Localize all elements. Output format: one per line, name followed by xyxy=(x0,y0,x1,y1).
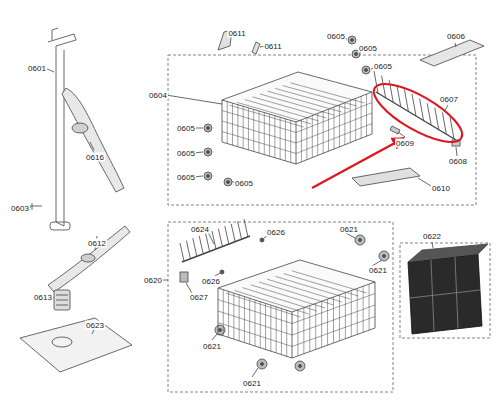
callout-number: 0607 xyxy=(439,95,459,104)
rack-bottom xyxy=(222,134,372,164)
filter xyxy=(54,290,70,310)
filter-plate xyxy=(20,318,132,372)
wheel xyxy=(348,36,356,44)
callout-number: 0612 xyxy=(87,239,107,248)
tine xyxy=(435,108,439,130)
cutlery-basket xyxy=(408,244,488,334)
callout-number: 0626 xyxy=(266,228,286,237)
lower-rack xyxy=(218,260,375,358)
callout-number: 0627 xyxy=(189,293,209,302)
tine xyxy=(225,226,229,244)
callout-number: 0605 xyxy=(234,179,254,188)
callout-number: 0621 xyxy=(368,266,388,275)
callout-number: 0621 xyxy=(202,342,222,351)
callout-number: 0605 xyxy=(358,44,378,53)
group-outline xyxy=(168,55,476,205)
tine xyxy=(404,89,408,111)
wheel xyxy=(362,66,370,74)
wheel xyxy=(204,148,212,156)
callout-number: 0601 xyxy=(27,64,47,73)
callout-number: 0616 xyxy=(85,153,105,162)
callout-number: 0605 xyxy=(176,149,196,158)
group-outline xyxy=(400,243,490,338)
callout-number: 0605 xyxy=(373,62,393,71)
rack-group xyxy=(218,72,375,358)
callout-number: 0623 xyxy=(85,321,105,330)
rail-part xyxy=(352,168,420,186)
tine xyxy=(193,238,197,256)
clip xyxy=(30,203,42,210)
callout-number: 0621 xyxy=(242,379,262,388)
tine xyxy=(238,221,242,239)
tine xyxy=(427,103,431,125)
tine xyxy=(442,112,446,134)
tine-row xyxy=(180,219,250,262)
tine xyxy=(412,94,416,116)
tine xyxy=(420,99,424,121)
leader-line xyxy=(252,368,258,377)
tine xyxy=(244,219,248,237)
pin xyxy=(260,238,264,242)
callout-number: 0606 xyxy=(446,32,466,41)
wheel xyxy=(224,178,232,186)
tine xyxy=(218,229,222,247)
highlight-arrow xyxy=(312,138,404,188)
pin xyxy=(220,270,224,274)
spray-arm xyxy=(62,88,124,192)
rack-clip xyxy=(420,40,484,66)
leader-line xyxy=(212,334,217,340)
spray-arm xyxy=(48,226,130,292)
upper-rack xyxy=(222,72,372,164)
callout-number: 0626 xyxy=(201,277,221,286)
tine xyxy=(397,85,401,107)
tine xyxy=(382,76,386,98)
callout-number: 0605 xyxy=(326,32,346,41)
rack-rim xyxy=(222,72,372,122)
callout-number: 0604 xyxy=(148,91,168,100)
wheel xyxy=(355,235,365,245)
tine xyxy=(186,241,190,259)
callout-number: 0621 xyxy=(339,225,359,234)
wheel xyxy=(295,361,305,371)
tine xyxy=(206,233,210,251)
tine xyxy=(212,231,216,249)
wheel-group xyxy=(193,36,389,377)
callout-number: 0613 xyxy=(33,293,53,302)
hinge xyxy=(180,272,188,282)
wheel xyxy=(379,251,389,261)
wheel xyxy=(204,172,212,180)
callout-number: 0611 xyxy=(263,42,282,51)
callout-number: 0611 xyxy=(227,29,246,38)
callout-number: 0610 xyxy=(431,184,451,193)
callout-number: 0622 xyxy=(422,232,442,241)
tine xyxy=(199,236,203,254)
wheel xyxy=(204,124,212,132)
highlight-ellipse xyxy=(366,73,470,152)
wheel xyxy=(257,359,267,369)
callout-number: 0609 xyxy=(395,139,415,148)
tine xyxy=(231,224,235,242)
callout-number: 0608 xyxy=(448,157,468,166)
callout-number: 0620 xyxy=(143,276,163,285)
callout-number: 0605 xyxy=(176,124,196,133)
callout-number: 0603 xyxy=(10,204,30,213)
callout-number: 0624 xyxy=(190,225,210,234)
callout-number: 0605 xyxy=(176,173,196,182)
group-outline xyxy=(168,222,393,392)
tine xyxy=(180,243,184,261)
